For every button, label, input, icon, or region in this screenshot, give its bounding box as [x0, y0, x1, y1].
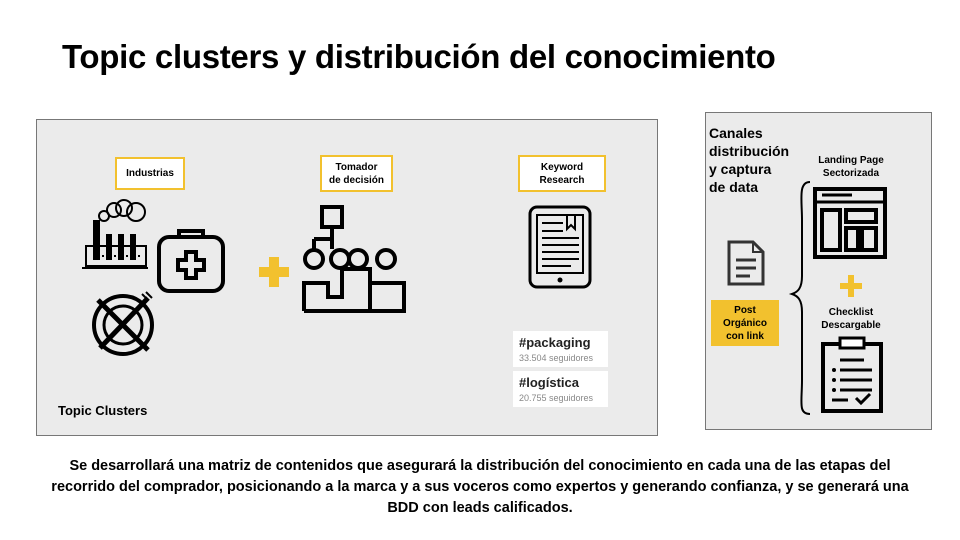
brace-icon: [788, 181, 811, 415]
hashtag-name: #logística: [519, 375, 579, 390]
decision-maker-icon: [302, 205, 406, 313]
industrias-label: Industrias: [115, 157, 185, 190]
landing-page-label: Landing Page Sectorizada: [818, 155, 884, 179]
checklist-label: Checklist Descargable: [821, 307, 881, 331]
keyword-label: Keyword Research: [518, 155, 606, 192]
tomador-label: Tomador de decisión: [320, 155, 393, 192]
plus-icon: [259, 257, 289, 287]
topic-clusters-label: Topic Clusters: [58, 403, 148, 418]
no-food-icon: [92, 291, 154, 356]
hashtag-followers: 20.755 seguidores: [519, 393, 594, 403]
post-organico-box: Post Orgánico con link: [711, 300, 779, 346]
plus-icon: [840, 275, 862, 297]
hashtag-card: #logística 20.755 seguidores: [513, 371, 608, 407]
landing-page-icon: [813, 187, 887, 259]
channels-panel: [705, 112, 932, 430]
checklist-icon: [821, 336, 883, 413]
tablet-document-icon: [528, 205, 592, 289]
footer-text: Se desarrollará una matriz de contenidos…: [51, 458, 909, 516]
hashtag-card: #packaging 33.504 seguidores: [513, 331, 608, 367]
medical-kit-icon: [157, 229, 225, 293]
hashtag-followers: 33.504 seguidores: [519, 353, 594, 363]
slide-title: Topic clusters y distribución del conoci…: [62, 38, 776, 75]
document-icon: [727, 240, 765, 286]
channels-heading: Canales distribución y captura de data: [709, 125, 790, 195]
hashtag-name: #packaging: [519, 335, 591, 350]
factory-icon: [82, 199, 148, 269]
